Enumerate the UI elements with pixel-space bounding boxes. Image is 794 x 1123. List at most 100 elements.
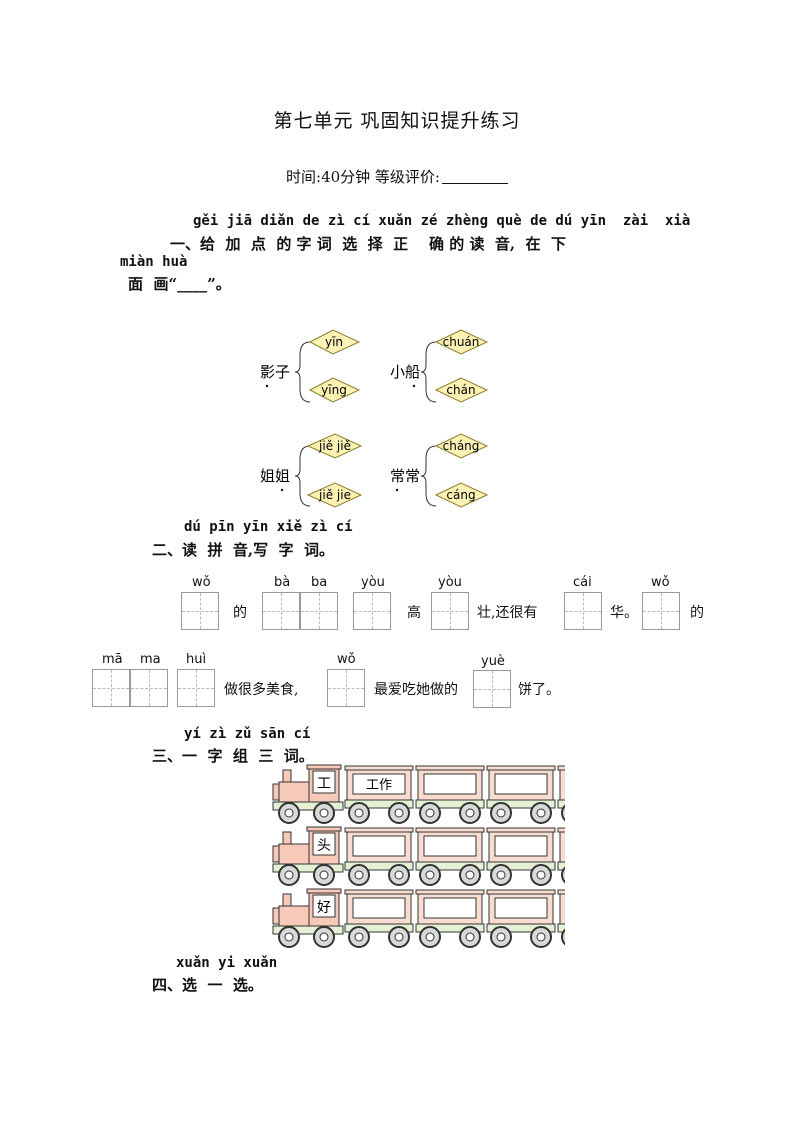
answer-box[interactable] bbox=[262, 592, 300, 630]
wheel-hub bbox=[394, 808, 404, 818]
section1-pinyin: gěi jiā diǎn de zì cí xuǎn zé zhèng què … bbox=[193, 213, 691, 229]
car-base bbox=[486, 799, 556, 809]
text-bing: 饼了。 bbox=[518, 682, 560, 698]
car-base bbox=[344, 861, 414, 871]
option-diamond[interactable] bbox=[434, 433, 489, 459]
engine-chimney bbox=[282, 893, 292, 907]
wheel-hub bbox=[465, 870, 475, 880]
section1-heading2: 面 画“____”。 bbox=[128, 275, 231, 293]
wheel-hub bbox=[319, 808, 329, 818]
answer-box[interactable] bbox=[177, 669, 215, 707]
wheel-hub bbox=[536, 870, 546, 880]
wheel bbox=[561, 804, 565, 822]
answer-box[interactable] bbox=[130, 669, 168, 707]
choice-group-yingzi: 影子 yīn yīng bbox=[260, 329, 361, 403]
page-title: 第七单元 巩固知识提升练习 bbox=[273, 110, 521, 132]
wheel-hub bbox=[394, 932, 404, 942]
car-roof bbox=[415, 827, 485, 833]
wheel bbox=[561, 866, 565, 884]
answer-box[interactable] bbox=[642, 592, 680, 630]
car-roof bbox=[415, 889, 485, 895]
word-xiaochuan: 小船 bbox=[390, 363, 420, 381]
word-box[interactable] bbox=[423, 897, 477, 919]
car-base bbox=[557, 923, 565, 933]
car-roof bbox=[486, 889, 556, 895]
grade-blank[interactable] bbox=[441, 169, 508, 184]
word-box[interactable] bbox=[423, 773, 477, 795]
car-roof bbox=[486, 765, 556, 771]
answer-box[interactable] bbox=[353, 592, 391, 630]
car-roof bbox=[557, 765, 565, 771]
option-label: yīng bbox=[321, 383, 347, 397]
option-label: jiě jiě bbox=[318, 439, 351, 453]
section2-pinyin: dú pīn yīn xiě zì cí bbox=[184, 519, 353, 535]
engine-roof bbox=[306, 888, 342, 894]
answer-box[interactable] bbox=[181, 592, 219, 630]
wheel-hub bbox=[284, 870, 294, 880]
pinyin-cai: cái bbox=[573, 575, 592, 590]
option-label: chuán bbox=[443, 335, 480, 349]
answer-box[interactable] bbox=[327, 669, 365, 707]
answer-box[interactable] bbox=[300, 592, 338, 630]
word-box[interactable] bbox=[494, 835, 548, 857]
word-box[interactable] bbox=[352, 773, 406, 795]
time-and-grade: 时间:40分钟 等级评价: bbox=[0, 166, 794, 187]
option-diamond[interactable] bbox=[434, 482, 489, 508]
car-body bbox=[559, 829, 565, 863]
car-word: 工作 bbox=[366, 778, 392, 793]
wheel-hub bbox=[354, 932, 364, 942]
engine-char-box bbox=[312, 770, 336, 794]
option-diamond[interactable] bbox=[306, 482, 363, 508]
pinyin-wo: wǒ bbox=[192, 575, 211, 590]
wheel-hub bbox=[319, 870, 329, 880]
wheel-hub bbox=[536, 808, 546, 818]
wheel-hub bbox=[496, 932, 506, 942]
option-diamond[interactable] bbox=[306, 433, 363, 459]
word-box[interactable] bbox=[352, 897, 406, 919]
car-roof bbox=[486, 827, 556, 833]
brace bbox=[420, 341, 437, 403]
engine-chimney bbox=[282, 831, 292, 845]
car-base bbox=[486, 861, 556, 871]
option-diamond[interactable] bbox=[434, 329, 489, 355]
word-box[interactable] bbox=[494, 773, 548, 795]
answer-box[interactable] bbox=[473, 670, 511, 708]
section4-pinyin: xuǎn yi xuǎn bbox=[176, 955, 278, 971]
car-body bbox=[559, 767, 565, 801]
engine-char-box bbox=[312, 832, 336, 856]
car-roof bbox=[344, 765, 414, 771]
text-zuo: 做很多美食, bbox=[224, 682, 299, 698]
car-roof bbox=[557, 827, 565, 833]
pinyin-yue: yuè bbox=[481, 654, 505, 669]
engine-base bbox=[272, 925, 344, 935]
text-de2: 的 bbox=[690, 605, 704, 621]
word-box[interactable] bbox=[494, 897, 548, 919]
pronunciation-choices: 影子 yīn yīng 小船 chuán chán 姐姐 jiě jiě jiě… bbox=[260, 329, 489, 508]
option-diamond[interactable] bbox=[308, 377, 361, 403]
word-yingzi: 影子 bbox=[260, 363, 290, 381]
wheel-hub bbox=[496, 870, 506, 880]
car-base bbox=[415, 923, 485, 933]
text-zuiai: 最爱吃她做的 bbox=[374, 682, 458, 698]
car-base bbox=[557, 861, 565, 871]
section4-heading: 四、选 一 选。 bbox=[152, 976, 263, 994]
option-label: cáng bbox=[446, 488, 475, 502]
answer-box[interactable] bbox=[92, 669, 130, 707]
option-label: chán bbox=[446, 383, 475, 397]
wheel-hub bbox=[319, 932, 329, 942]
emphasis-dot bbox=[395, 488, 399, 492]
answer-box[interactable] bbox=[431, 592, 469, 630]
wheel-hub bbox=[284, 808, 294, 818]
option-diamond[interactable] bbox=[434, 377, 489, 403]
answer-box[interactable] bbox=[564, 592, 602, 630]
engine-base bbox=[272, 801, 344, 811]
car-base bbox=[486, 923, 556, 933]
option-label: cháng bbox=[443, 439, 480, 453]
car-base bbox=[415, 861, 485, 871]
pinyin-ma2: ma bbox=[140, 652, 161, 667]
option-diamond[interactable] bbox=[308, 329, 361, 355]
text-hua: 华。 bbox=[610, 605, 638, 621]
word-box[interactable] bbox=[423, 835, 477, 857]
section2-heading: 二、读 拼 音,写 字 词。 bbox=[152, 541, 335, 559]
word-box[interactable] bbox=[352, 835, 406, 857]
